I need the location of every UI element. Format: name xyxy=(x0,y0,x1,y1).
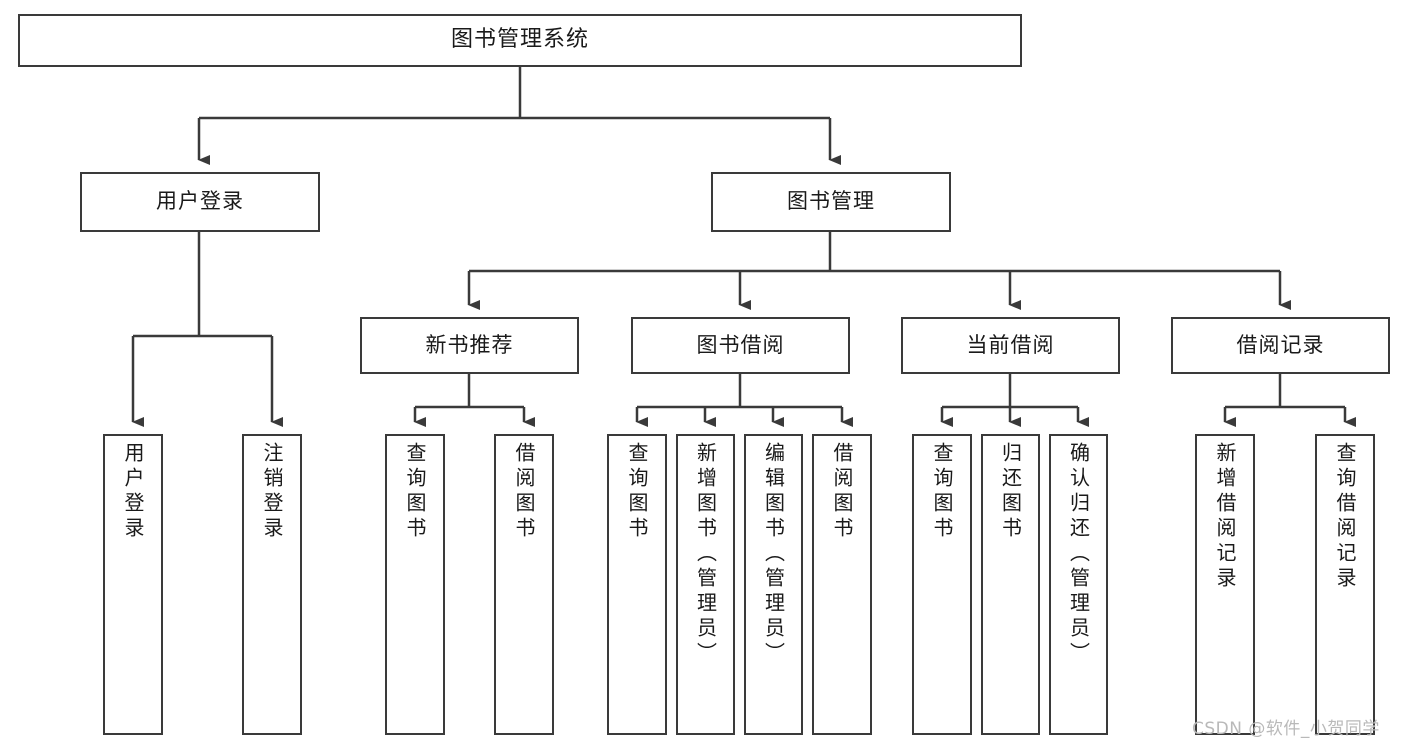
node-label: 借阅记录 xyxy=(1236,332,1325,357)
leaf-borrow-book[interactable]: 借阅图书 xyxy=(812,434,872,735)
leaf-query-book-borrow[interactable]: 查询图书 xyxy=(607,434,667,735)
node-label: 注销登录 xyxy=(260,442,284,542)
node-label: 借阅图书 xyxy=(512,442,536,542)
leaf-edit-book-admin[interactable]: 编辑图书（管理员） xyxy=(744,434,803,735)
node-label: 新增图书（管理员） xyxy=(693,442,718,667)
watermark-text: CSDN @软件_小贺同学 xyxy=(1192,719,1380,739)
node-new-book-recommend[interactable]: 新书推荐 xyxy=(360,317,579,374)
node-book-borrow[interactable]: 图书借阅 xyxy=(631,317,850,374)
leaf-confirm-return-admin[interactable]: 确认归还（管理员） xyxy=(1049,434,1108,735)
node-label: 用户登录 xyxy=(156,189,244,214)
node-label: 查询图书 xyxy=(625,442,649,542)
node-label: 查询图书 xyxy=(930,442,954,542)
watermark: CSDN @软件_小贺同学 xyxy=(1192,714,1380,739)
leaf-query-borrow-record[interactable]: 查询借阅记录 xyxy=(1315,434,1375,735)
node-label: 编辑图书（管理员） xyxy=(761,442,786,667)
node-root-system[interactable]: 图书管理系统 xyxy=(18,14,1022,67)
node-label: 查询借阅记录 xyxy=(1333,442,1357,592)
node-user-login[interactable]: 用户登录 xyxy=(80,172,320,232)
node-label: 图书借阅 xyxy=(696,332,785,357)
node-label: 查询图书 xyxy=(403,442,427,542)
node-book-management[interactable]: 图书管理 xyxy=(711,172,951,232)
node-label: 图书管理系统 xyxy=(450,27,589,53)
node-label: 用户登录 xyxy=(121,442,145,542)
node-label: 确认归还（管理员） xyxy=(1066,442,1091,667)
node-borrow-records[interactable]: 借阅记录 xyxy=(1171,317,1390,374)
node-label: 当前借阅 xyxy=(966,332,1055,357)
leaf-query-book-recommend[interactable]: 查询图书 xyxy=(385,434,445,735)
node-label: 新增借阅记录 xyxy=(1213,442,1237,592)
leaf-query-book-current[interactable]: 查询图书 xyxy=(912,434,972,735)
leaf-add-book-admin[interactable]: 新增图书（管理员） xyxy=(676,434,735,735)
leaf-borrow-book-recommend[interactable]: 借阅图书 xyxy=(494,434,554,735)
leaf-user-login[interactable]: 用户登录 xyxy=(103,434,163,735)
node-label: 归还图书 xyxy=(998,442,1023,542)
node-label: 借阅图书 xyxy=(830,442,854,542)
node-label: 新书推荐 xyxy=(425,332,514,357)
leaf-return-book[interactable]: 归还图书 xyxy=(981,434,1040,735)
node-label: 图书管理 xyxy=(787,189,875,214)
leaf-logout[interactable]: 注销登录 xyxy=(242,434,302,735)
leaf-add-borrow-record[interactable]: 新增借阅记录 xyxy=(1195,434,1255,735)
node-current-borrow[interactable]: 当前借阅 xyxy=(901,317,1120,374)
